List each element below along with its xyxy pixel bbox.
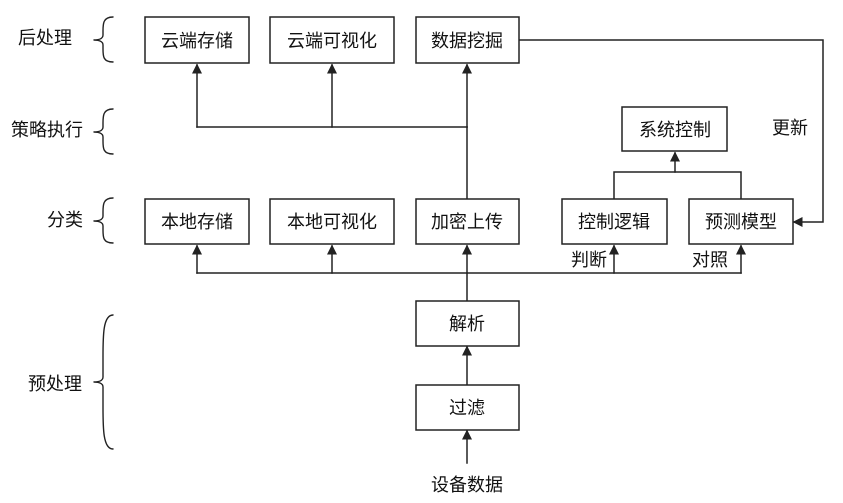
local-visual-label: 本地可视化 — [287, 212, 377, 233]
cloud-storage-box: 云端存储 — [144, 16, 250, 64]
control-logic-label: 控制逻辑 — [578, 212, 650, 233]
brace-classify — [93, 197, 114, 244]
predict-model-label: 预测模型 — [705, 212, 777, 233]
update-edge-label: 更新 — [772, 118, 808, 139]
brace-preprocess — [93, 314, 114, 450]
layer-label-preprocess: 预处理 — [28, 374, 82, 395]
layer-label-classify: 分类 — [47, 210, 83, 231]
layer-label-policy: 策略执行 — [11, 120, 83, 141]
local-visual-box: 本地可视化 — [269, 198, 395, 245]
local-storage-label: 本地存储 — [161, 212, 233, 233]
data-mining-label: 数据挖掘 — [431, 31, 503, 52]
brace-policy — [93, 108, 114, 155]
cloud-storage-label: 云端存储 — [161, 31, 233, 52]
parse-box: 解析 — [415, 300, 520, 347]
cloud-visual-box: 云端可视化 — [269, 16, 395, 64]
device-data-label: 设备数据 — [431, 475, 503, 496]
data-mining-box: 数据挖掘 — [415, 16, 520, 64]
brace-post — [93, 16, 114, 63]
compare-edge-label: 对照 — [692, 250, 728, 271]
parse-label: 解析 — [449, 314, 485, 335]
system-control-label: 系统控制 — [639, 120, 711, 141]
predict-model-box: 预测模型 — [688, 198, 794, 245]
system-control-box: 系统控制 — [621, 106, 728, 152]
layer-label-post: 后处理 — [18, 28, 72, 49]
local-storage-box: 本地存储 — [144, 198, 250, 245]
update-feedback-arrow — [518, 39, 824, 227]
judge-edge-label: 判断 — [571, 250, 607, 271]
filter-label: 过滤 — [449, 398, 485, 419]
cloud-visual-label: 云端可视化 — [287, 31, 377, 52]
filter-box: 过滤 — [415, 384, 520, 431]
control-to-system-bus — [613, 171, 742, 200]
control-logic-box: 控制逻辑 — [561, 198, 668, 245]
encrypt-upload-box: 加密上传 — [415, 198, 520, 245]
encrypt-upload-label: 加密上传 — [431, 212, 503, 233]
